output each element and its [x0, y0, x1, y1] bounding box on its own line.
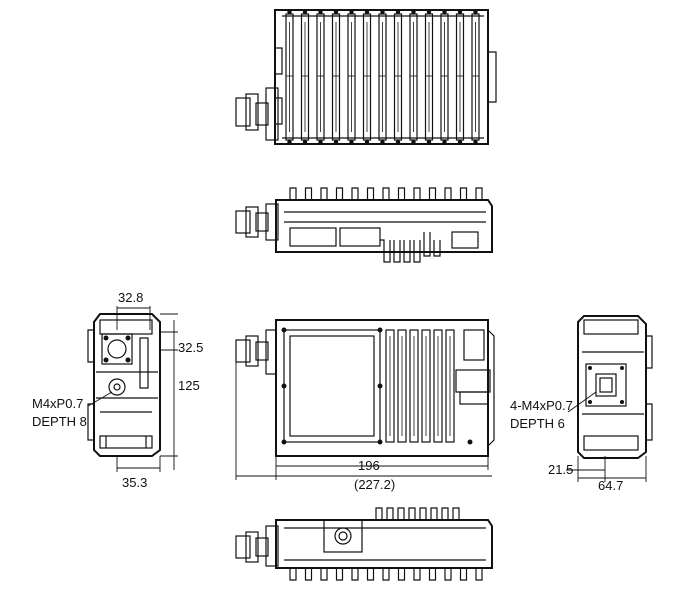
fin: [413, 568, 421, 581]
fin: [433, 329, 443, 443]
fin: [351, 568, 359, 581]
screw: [333, 9, 339, 15]
screw: [364, 9, 370, 15]
screw: [442, 9, 447, 15]
callout-right-depth: DEPTH 6: [510, 416, 565, 431]
dim-32-8: 32.8: [118, 290, 143, 305]
fin: [444, 187, 452, 200]
fin: [385, 329, 395, 443]
left-end-view: [87, 306, 178, 472]
screw: [318, 139, 323, 145]
screw: [473, 139, 478, 145]
fin: [289, 187, 297, 200]
fin: [375, 507, 383, 520]
screw: [473, 9, 478, 15]
fin: [408, 507, 416, 520]
fin: [304, 568, 313, 581]
fin: [335, 568, 344, 581]
screw: [287, 9, 292, 15]
fin: [366, 187, 375, 200]
screw: [380, 139, 385, 145]
dim-32-5: 32.5: [178, 340, 203, 355]
screw: [411, 9, 416, 15]
fin: [430, 507, 438, 520]
fin: [475, 187, 483, 200]
side-view-upper: [235, 187, 493, 263]
fin: [304, 187, 313, 200]
fin: [413, 187, 421, 200]
screw: [380, 9, 385, 15]
fin: [459, 568, 468, 581]
screw: [426, 139, 432, 145]
fin: [351, 187, 359, 200]
fin: [444, 568, 452, 581]
fin: [459, 187, 468, 200]
fin: [428, 568, 437, 581]
dim-35-3: 35.3: [122, 475, 147, 490]
side-view-lower: [235, 507, 493, 581]
fin: [441, 507, 449, 520]
screw: [411, 139, 416, 145]
right-end-view: [566, 315, 653, 482]
dim-227-2: (227.2): [354, 477, 395, 492]
fin: [419, 507, 427, 520]
fin: [475, 568, 483, 581]
dim-21-5: 21.5: [548, 462, 573, 477]
callout-right-thread: 4-M4xP0.7: [510, 398, 573, 413]
screw: [426, 9, 432, 15]
fin: [421, 329, 431, 443]
fin: [452, 507, 460, 520]
screw: [457, 139, 463, 145]
screw: [349, 139, 354, 145]
fin: [382, 187, 390, 200]
screw: [395, 9, 401, 15]
screw: [302, 139, 308, 145]
fin: [397, 329, 407, 443]
dim-196: 196: [358, 458, 380, 473]
screw: [395, 139, 401, 145]
fin: [320, 187, 328, 200]
fin: [428, 187, 437, 200]
fin: [397, 187, 406, 200]
screw: [349, 9, 354, 15]
fin: [397, 568, 406, 581]
fin: [386, 507, 394, 520]
fin: [320, 568, 328, 581]
callout-left-depth: DEPTH 8: [32, 414, 87, 429]
screw: [287, 139, 292, 145]
fin: [289, 568, 297, 581]
fin: [335, 187, 344, 200]
screw: [318, 9, 323, 15]
screw: [364, 139, 370, 145]
top-view: [235, 9, 497, 145]
fin: [445, 329, 455, 443]
callout-left-thread: M4xP0.7: [32, 396, 83, 411]
screw: [442, 139, 447, 145]
fin: [366, 568, 375, 581]
fin: [409, 329, 419, 443]
screw: [333, 139, 339, 145]
screw: [457, 9, 463, 15]
screw: [302, 9, 308, 15]
front-view: [235, 319, 495, 480]
fin: [397, 507, 405, 520]
dim-125: 125: [178, 378, 200, 393]
dim-64-7: 64.7: [598, 478, 623, 493]
fin: [382, 568, 390, 581]
